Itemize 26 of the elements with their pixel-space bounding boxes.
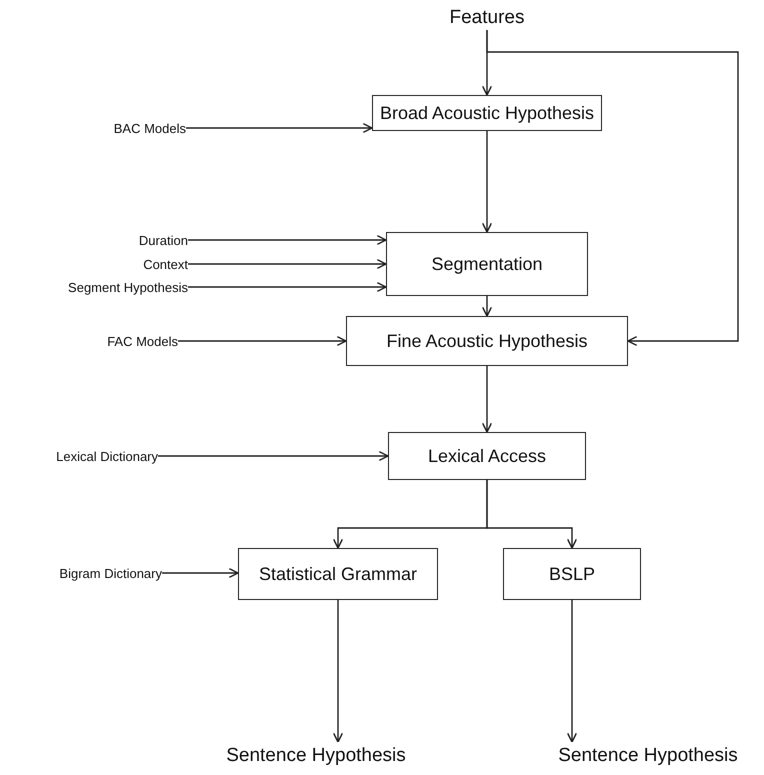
arrow [186, 122, 373, 134]
arrow [188, 282, 387, 292]
arrow [486, 30, 739, 346]
process-box [238, 548, 438, 600]
process-box [372, 95, 602, 131]
arrow [188, 258, 387, 270]
arrow [566, 600, 578, 743]
arrow [332, 600, 344, 743]
box-label: Fine Acoustic Hypothesis [386, 330, 588, 352]
process-box [346, 316, 628, 366]
box-label: Broad Acoustic Hypothesis [380, 102, 594, 124]
arrow [482, 366, 492, 433]
process-box [386, 232, 588, 296]
box-label: Segmentation [431, 254, 543, 274]
arrow [486, 480, 578, 549]
process-box [503, 548, 641, 600]
process-box [388, 432, 586, 480]
arrow [482, 131, 492, 233]
arrow [158, 450, 389, 462]
box-label: Lexical Access [428, 446, 546, 466]
arrow [162, 568, 239, 578]
arrow [178, 336, 347, 346]
box-label: BSLP [548, 564, 596, 584]
arrow [482, 296, 492, 317]
box-label: Statistical Grammar [258, 564, 418, 584]
arrow [188, 234, 387, 246]
